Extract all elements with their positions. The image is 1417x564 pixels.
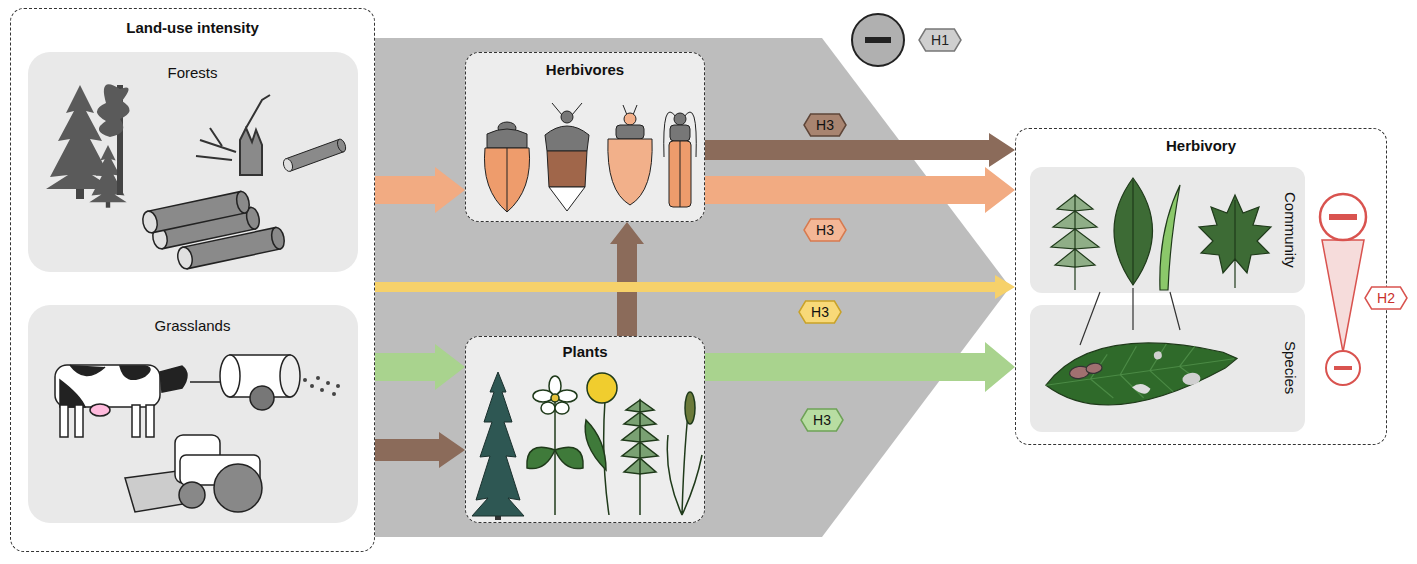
effect-arrow: [705, 133, 1015, 167]
level-box: Community: [1030, 167, 1305, 293]
negative-effect-symbol: [1320, 194, 1366, 240]
effect-arrow: [610, 222, 644, 336]
node-title: Forests: [167, 64, 217, 81]
hypothesis-label: H3: [816, 117, 834, 133]
hypothesis-label: H2: [1377, 290, 1395, 306]
group-box: Herbivores: [465, 52, 705, 222]
panel-box: HerbivoryCommunitySpecies: [1015, 128, 1387, 445]
node-title: Plants: [562, 343, 607, 360]
negative-effect-symbol: [1326, 351, 1360, 385]
hypothesis-tag: H3: [803, 218, 847, 242]
node-title: Community: [1281, 192, 1298, 268]
process-chevron: [375, 38, 1010, 537]
effect-arrow: [375, 167, 465, 213]
panel-box: Land-use intensityForestsGrasslands: [10, 8, 375, 552]
effect-arrow: [705, 342, 1015, 392]
node-title: Herbivory: [1166, 137, 1236, 154]
effect-arrow: [375, 344, 465, 390]
hypothesis-label: H3: [811, 304, 829, 320]
hypothesis-tag: H3: [803, 113, 847, 137]
effect-arrow: [375, 275, 1015, 299]
habitat-box: Grasslands: [28, 305, 358, 523]
node-title: Grasslands: [155, 317, 231, 334]
node-title: Species: [1281, 341, 1298, 394]
hypothesis-tag: H1: [918, 28, 962, 52]
hypothesis-label: H3: [816, 222, 834, 238]
effect-arrow: [375, 432, 465, 468]
hypothesis-tag: H3: [800, 408, 844, 432]
hypothesis-label: H3: [813, 412, 831, 428]
level-box: Species: [1030, 305, 1305, 432]
node-title: Land-use intensity: [126, 19, 259, 36]
group-box: Plants: [465, 336, 705, 523]
node-title: Herbivores: [546, 61, 624, 78]
gradient-wedge: [1322, 240, 1364, 352]
hypothesis-label: H1: [931, 32, 949, 48]
habitat-box: Forests: [28, 52, 358, 272]
hypothesis-tag: H3: [798, 300, 842, 324]
effect-arrow: [705, 167, 1015, 213]
hypothesis-tag: H2: [1364, 286, 1408, 310]
negative-effect-symbol: [852, 14, 904, 66]
